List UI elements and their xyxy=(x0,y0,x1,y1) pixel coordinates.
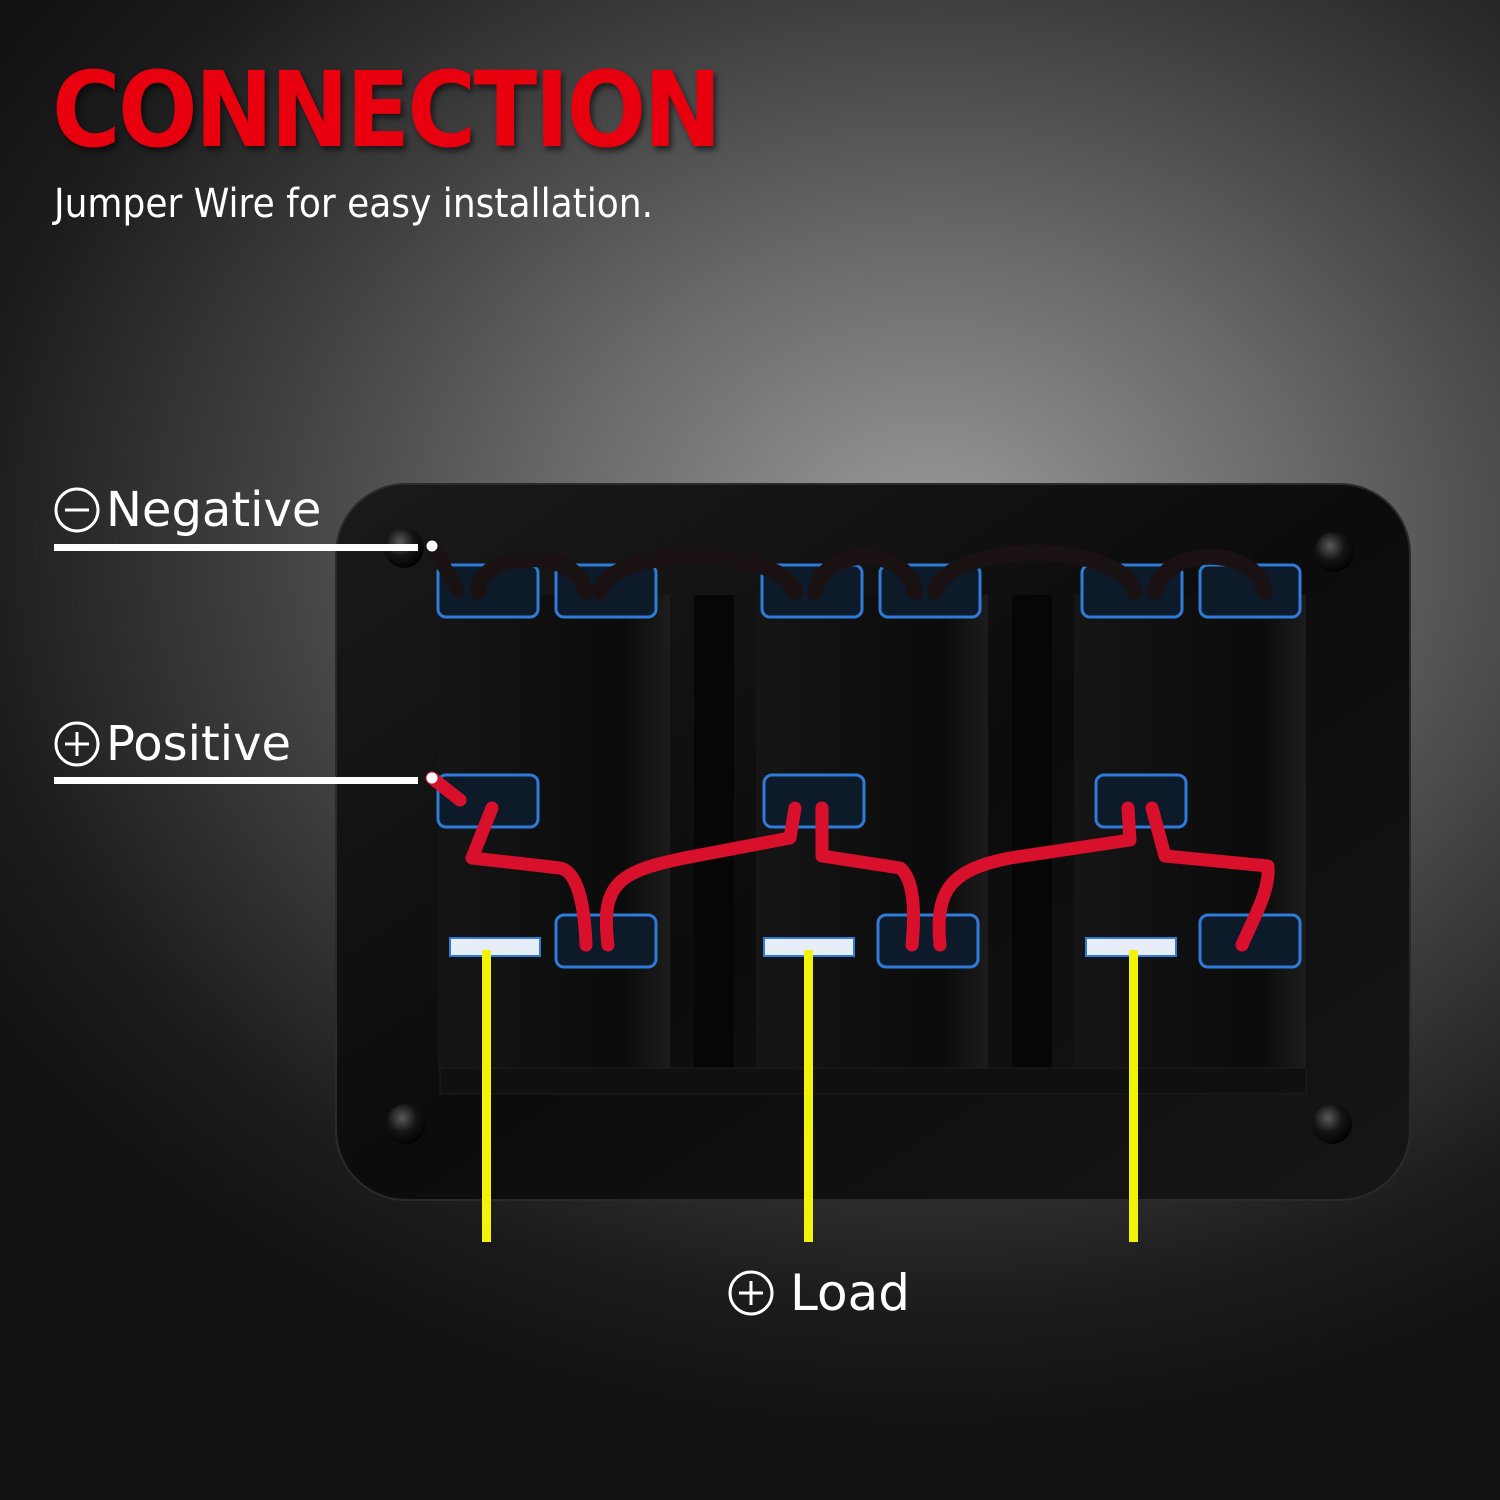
switch-divider-2 xyxy=(1012,595,1052,1085)
screw-bottom-left xyxy=(386,1104,426,1144)
terminal xyxy=(876,913,980,969)
minus-circle-icon xyxy=(54,487,100,533)
page-title: CONNECTION xyxy=(52,49,722,171)
positive-jumper-wire xyxy=(425,771,1275,952)
load-label: Load xyxy=(728,1268,910,1318)
terminal xyxy=(1094,773,1188,829)
terminal xyxy=(762,773,866,829)
positive-leader-line xyxy=(54,777,418,784)
positive-label-text: Positive xyxy=(106,716,292,772)
load-terminals xyxy=(449,937,1177,957)
switch-divider-1 xyxy=(694,595,734,1085)
negative-leader-dot xyxy=(426,540,438,552)
switch-base xyxy=(439,1067,1307,1095)
plus-circle-icon xyxy=(54,721,100,767)
load-terminal xyxy=(449,937,541,957)
negative-label-text: Negative xyxy=(106,482,322,538)
page-subtitle: Jumper Wire for easy installation. xyxy=(54,181,654,227)
load-line-1 xyxy=(482,950,491,1242)
switch-bodies xyxy=(438,595,1307,1095)
negative-jumper-wire xyxy=(425,539,1273,600)
switch-body-1 xyxy=(438,595,670,1070)
load-line-2 xyxy=(804,950,813,1242)
plus-circle-icon xyxy=(728,1270,774,1316)
load-lines xyxy=(482,950,1138,1242)
screw-bottom-right xyxy=(1312,1104,1352,1144)
label-leaders xyxy=(54,540,438,784)
negative-label: Negative xyxy=(54,486,321,534)
load-label-text: Load xyxy=(790,1264,910,1322)
positive-label: Positive xyxy=(54,720,291,768)
screw-top-right xyxy=(1314,532,1354,572)
positive-leader-dot xyxy=(426,772,438,784)
load-line-3 xyxy=(1129,950,1138,1242)
negative-leader-line xyxy=(54,544,418,551)
switch-body-3 xyxy=(1074,595,1306,1070)
